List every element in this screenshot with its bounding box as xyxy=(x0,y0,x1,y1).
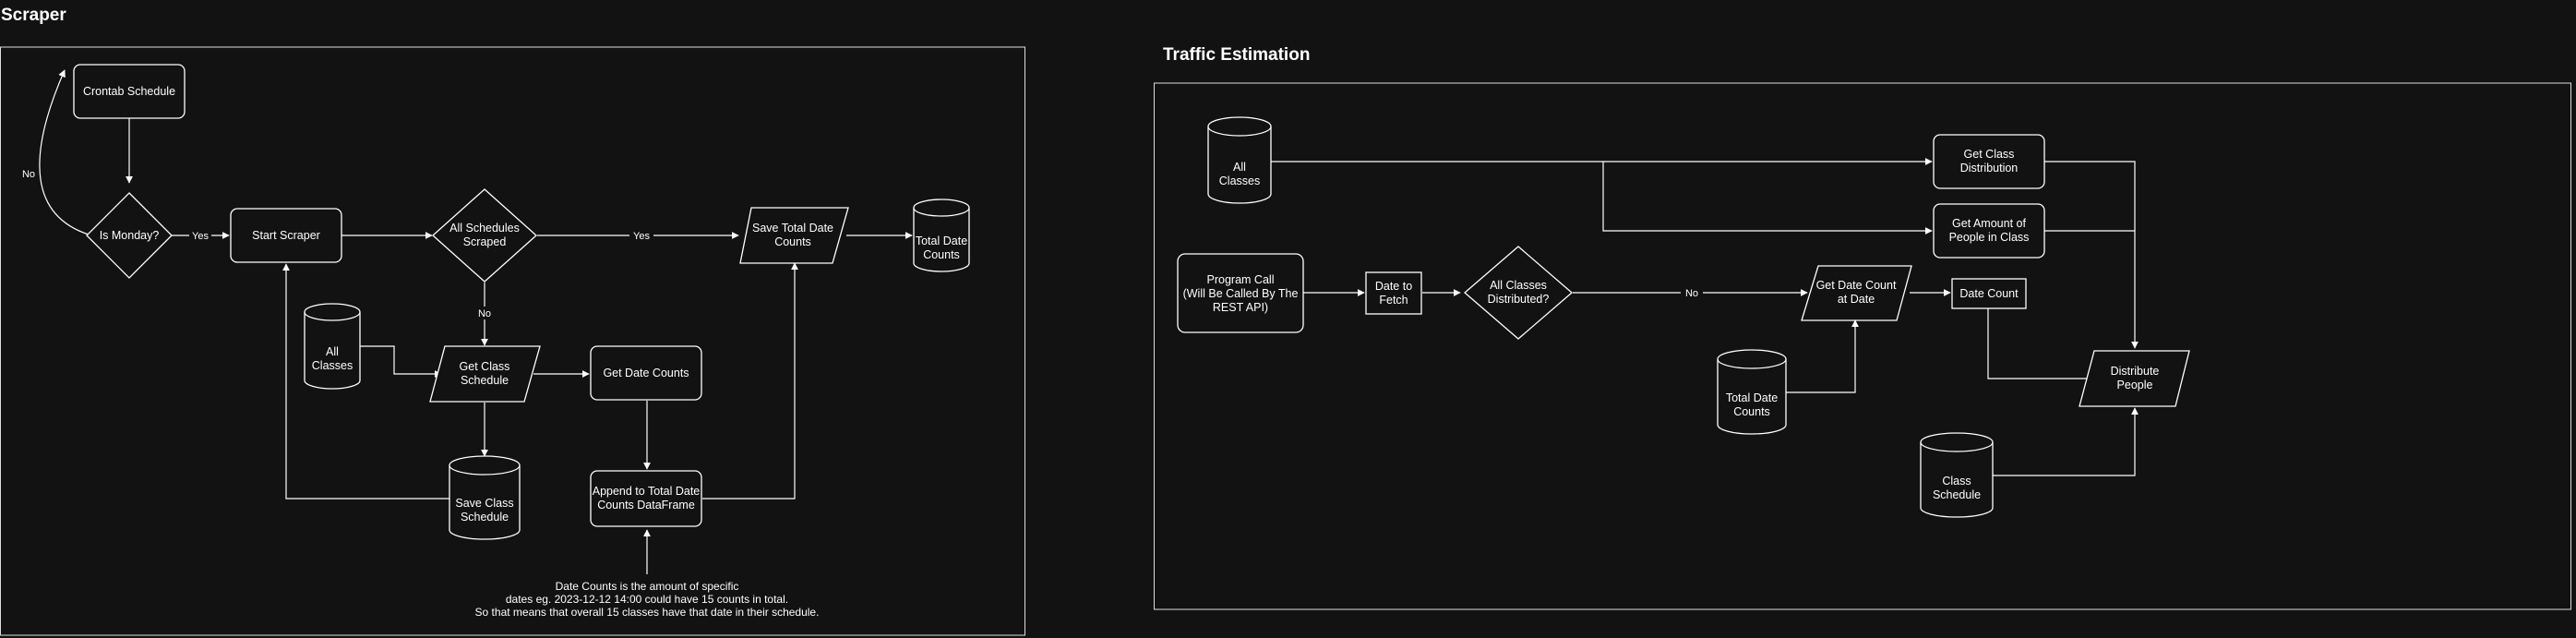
svg-text:Counts: Counts xyxy=(1733,405,1770,418)
svg-text:All Classes: All Classes xyxy=(1490,279,1547,292)
scraper-note: Date Counts is the amount of specific da… xyxy=(475,580,820,619)
svg-text:Append to Total Date: Append to Total Date xyxy=(593,485,701,498)
svg-text:Classes: Classes xyxy=(312,359,353,372)
scraper-title: Scraper xyxy=(1,6,66,25)
svg-text:Get Date Count: Get Date Count xyxy=(1816,279,1897,292)
svg-text:Save Class: Save Class xyxy=(455,497,513,510)
svg-text:Counts: Counts xyxy=(923,248,960,261)
traffic-title: Traffic Estimation xyxy=(1163,45,1310,65)
svg-text:Save Total Date: Save Total Date xyxy=(752,222,833,235)
node-get-amount-of-people: Get Amount of People in Class xyxy=(1933,203,2045,259)
svg-text:Distribute: Distribute xyxy=(2111,365,2160,378)
svg-text:Distribution: Distribution xyxy=(1960,162,2019,175)
edge-distribution-to-distribute xyxy=(2043,161,2139,349)
node-get-class-distribution: Get Class Distribution xyxy=(1933,134,2045,189)
edge-label-yes-save: Yes xyxy=(633,231,650,242)
svg-text:Program Call: Program Call xyxy=(1207,273,1275,286)
node-is-monday: Is Monday? xyxy=(86,192,173,279)
node-get-date-counts: Get Date Counts xyxy=(590,345,702,401)
svg-text:Date to: Date to xyxy=(1375,280,1412,293)
svg-text:Counts DataFrame: Counts DataFrame xyxy=(597,499,695,512)
svg-text:REST API): REST API) xyxy=(1213,301,1268,314)
node-all-schedules-scraped: All Schedules Scraped xyxy=(432,188,537,283)
svg-text:Get Class: Get Class xyxy=(460,360,510,373)
node-get-class-schedule: Get Class Schedule xyxy=(429,345,541,403)
edge-label-yes-start: Yes xyxy=(192,231,209,242)
svg-text:Schedule: Schedule xyxy=(1933,488,1981,501)
svg-text:Counts: Counts xyxy=(774,235,811,248)
traffic-edges xyxy=(1271,158,2139,476)
svg-text:Class: Class xyxy=(1942,475,1971,488)
svg-text:at Date: at Date xyxy=(1838,293,1875,306)
edge-saveclass-to-start xyxy=(282,263,449,500)
edge-classschedule-to-distribute xyxy=(1993,407,2139,476)
svg-text:So that means that overall 15: So that means that overall 15 classes ha… xyxy=(475,606,820,619)
node-start-scraper: Start Scraper xyxy=(230,208,342,263)
node-all-classes-traffic: All Classes xyxy=(1207,116,1272,204)
svg-text:Distributed?: Distributed? xyxy=(1488,293,1550,306)
svg-text:Date Count: Date Count xyxy=(1959,287,2019,300)
svg-text:Get Amount of: Get Amount of xyxy=(1952,217,2026,230)
svg-text:Get Date Counts: Get Date Counts xyxy=(603,367,689,379)
node-program-call: Program Call (Will Be Called By The REST… xyxy=(1177,253,1304,333)
edge-label-no-traffic: No xyxy=(1685,288,1698,299)
edge-allclasses-to-getclass xyxy=(360,345,442,378)
svg-text:All: All xyxy=(326,345,339,358)
edge-monday-no-loop xyxy=(39,69,90,235)
svg-text:People in Class: People in Class xyxy=(1949,231,2030,244)
svg-text:Crontab Schedule: Crontab Schedule xyxy=(83,85,175,98)
svg-text:Total Date: Total Date xyxy=(916,235,967,247)
svg-text:Is Monday?: Is Monday? xyxy=(100,229,160,242)
svg-text:People: People xyxy=(2117,379,2153,391)
svg-text:Schedule: Schedule xyxy=(461,511,509,524)
svg-text:Classes: Classes xyxy=(1219,175,1260,187)
node-total-date-counts-traffic: Total Date Counts xyxy=(1717,349,1787,435)
svg-text:Date Counts is the amount of s: Date Counts is the amount of specific xyxy=(556,580,739,593)
edge-label-no-loop: No xyxy=(22,169,35,180)
edge-allclasses-to-amount xyxy=(1602,162,1933,235)
scraper-frame xyxy=(0,46,1025,636)
svg-text:Schedule: Schedule xyxy=(461,374,509,387)
edge-datecount-to-distribute xyxy=(1987,308,2103,382)
svg-text:Fetch: Fetch xyxy=(1379,294,1408,307)
node-all-classes-distributed: All Classes Distributed? xyxy=(1464,246,1573,340)
svg-text:All Schedules: All Schedules xyxy=(449,222,520,235)
edge-append-to-save xyxy=(702,262,798,500)
node-date-to-fetch: Date to Fetch xyxy=(1365,271,1422,315)
svg-text:All: All xyxy=(1233,161,1246,174)
svg-text:Scraped: Scraped xyxy=(463,235,507,248)
edge-label-no-down: No xyxy=(478,308,491,319)
edge-totaldate-to-getdatecount xyxy=(1769,319,1859,393)
traffic-frame xyxy=(1154,82,2571,610)
node-date-count: Date Count xyxy=(1951,278,2027,309)
node-all-classes-scraper: All Classes xyxy=(304,303,361,390)
node-crontab-schedule: Crontab Schedule xyxy=(73,64,186,119)
svg-text:(Will Be Called By The: (Will Be Called By The xyxy=(1183,287,1299,300)
node-save-class-schedule: Save Class Schedule xyxy=(449,455,521,540)
svg-text:Get Class: Get Class xyxy=(1964,148,2015,161)
svg-text:Total Date: Total Date xyxy=(1726,391,1778,404)
node-append-total-date-counts: Append to Total Date Counts DataFrame xyxy=(590,470,702,527)
node-class-schedule-traffic: Class Schedule xyxy=(1920,432,1994,518)
node-get-date-count-at-date: Get Date Count at Date xyxy=(1801,265,1912,321)
svg-text:dates eg. 2023-12-12 14:00 cou: dates eg. 2023-12-12 14:00 could have 15… xyxy=(506,593,788,606)
svg-text:Start Scraper: Start Scraper xyxy=(252,229,320,242)
node-save-total-date-counts: Save Total Date Counts xyxy=(739,207,849,264)
node-total-date-counts: Total Date Counts xyxy=(913,199,970,272)
node-distribute-people: Distribute People xyxy=(2079,350,2190,407)
